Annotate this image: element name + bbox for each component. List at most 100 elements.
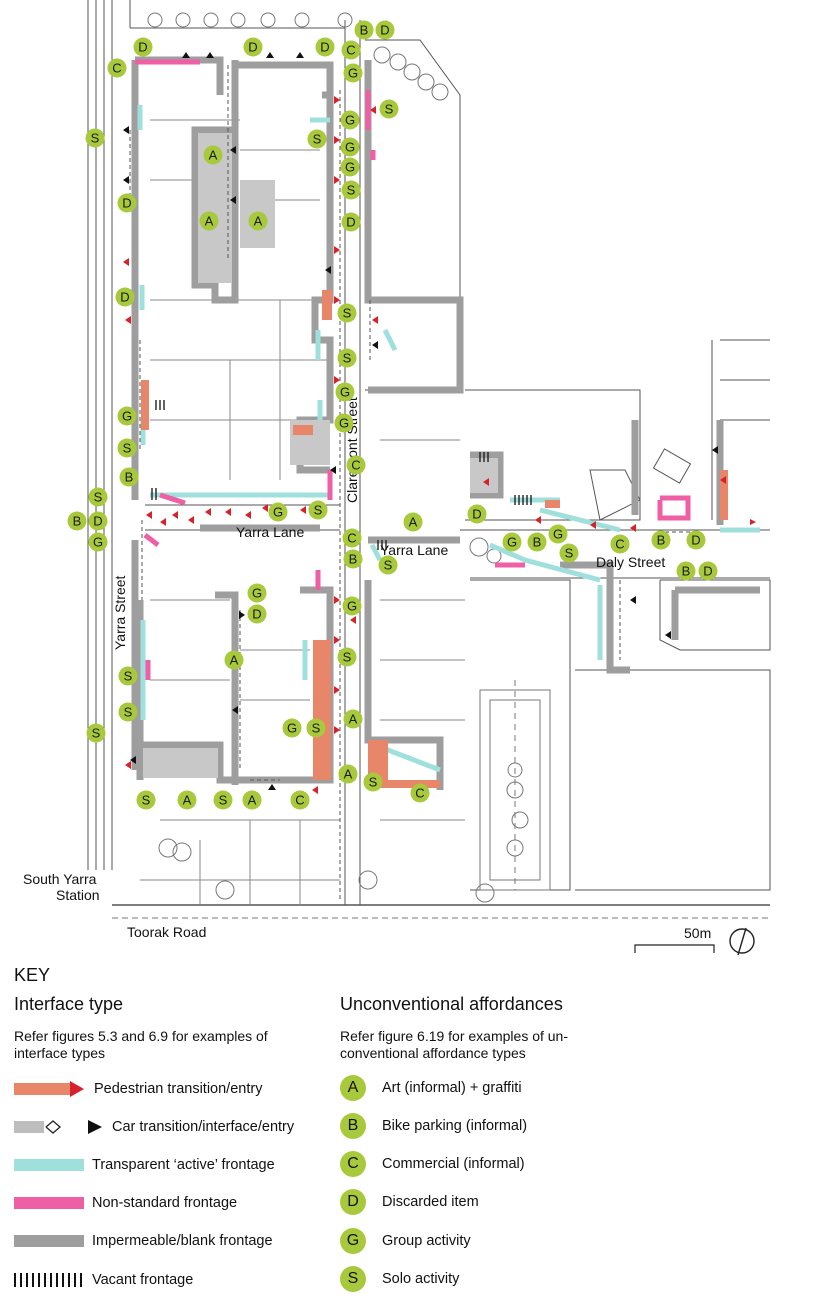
map-marker-s: S [337, 647, 357, 667]
map-marker-circle [559, 543, 579, 563]
map-marker-circle [119, 467, 139, 487]
map-marker-letter: G [122, 409, 132, 424]
map-marker-g: G [548, 524, 568, 544]
map-marker-c: C [410, 783, 430, 803]
map-marker-s: S [363, 772, 383, 792]
map-marker-b: B [119, 467, 139, 487]
map-marker-circle [115, 287, 135, 307]
map-marker-letter: D [472, 507, 481, 522]
map-marker-circle [375, 20, 395, 40]
map-marker-circle [290, 790, 310, 810]
map-marker-circle [268, 502, 288, 522]
map-marker-circle [307, 129, 327, 149]
key-label-art: Art (informal) + graffiti [382, 1080, 522, 1096]
map-marker-circle [88, 532, 108, 552]
map-marker-circle [67, 511, 87, 531]
map-marker-letter: S [92, 726, 101, 741]
map-marker-circle [118, 666, 138, 686]
map-marker-circle [117, 438, 137, 458]
map-marker-circle [410, 783, 430, 803]
pedestrian-arrow-icon [70, 1081, 84, 1097]
map-marker-letter: C [295, 793, 304, 808]
map-marker-circle [203, 145, 223, 165]
map-marker-s: S [378, 555, 398, 575]
map-marker-d: D [117, 193, 137, 213]
map-marker-circle [467, 504, 487, 524]
map-marker-a: A [403, 512, 423, 532]
map-marker-circle [334, 413, 354, 433]
map-marker-letter: G [345, 160, 355, 175]
map-marker-d: D [115, 287, 135, 307]
map-marker-circle [341, 212, 361, 232]
map-marker-letter: S [384, 558, 393, 573]
map-marker-letter: G [345, 113, 355, 128]
map-marker-a: A [199, 211, 219, 231]
map-marker-s: S [379, 99, 399, 119]
map-marker-d: D [247, 604, 267, 624]
map-marker-s: S [213, 790, 233, 810]
map-marker-d: D [133, 37, 153, 57]
map-marker-circle [335, 382, 355, 402]
map-marker-letter: S [313, 132, 322, 147]
map-marker-g: G [342, 596, 362, 616]
map-marker-circle [177, 790, 197, 810]
map-marker-g: G [340, 157, 360, 177]
map-marker-circle [346, 455, 366, 475]
key-label-bike: Bike parking (informal) [382, 1118, 528, 1134]
map-marker-a: A [248, 211, 268, 231]
key-label-pedestrian: Pedestrian transition/entry [94, 1081, 263, 1097]
station-label-line1: South Yarra [23, 871, 97, 887]
map-marker-letter: C [347, 531, 356, 546]
map-marker-letter: B [73, 514, 82, 529]
vacant-swatch [14, 1273, 84, 1287]
interface-type-title: Interface type [14, 994, 124, 1014]
map-marker-circle [242, 790, 262, 810]
map-marker-circle [363, 772, 383, 792]
badge-a: A [340, 1075, 366, 1101]
map-marker-circle [308, 500, 328, 520]
map-marker-a: A [242, 790, 262, 810]
map-marker-circle [337, 348, 357, 368]
map-marker-s: S [86, 723, 106, 743]
pedestrian-swatch [14, 1083, 70, 1095]
map-marker-s: S [337, 303, 357, 323]
map-marker-letter: B [682, 564, 691, 579]
map-marker-letter: A [254, 214, 263, 229]
map-marker-letter: B [349, 552, 358, 567]
map-marker-d: D [341, 212, 361, 232]
affordances-note: Refer figure 6.19 for examples of un-con… [340, 1028, 569, 1061]
car-hatch-icon [45, 1120, 102, 1134]
map-marker-letter: S [565, 546, 574, 561]
map-marker-s: S [307, 129, 327, 149]
map-marker-circle [282, 718, 302, 738]
map-marker-g: G [340, 137, 360, 157]
map-marker-letter: S [124, 705, 133, 720]
map-marker-circle [213, 790, 233, 810]
car-transition [129, 65, 700, 900]
street-label-claremont: Claremont Street [344, 397, 360, 503]
map-marker-c: C [290, 790, 310, 810]
map-marker-letter: G [339, 416, 349, 431]
map-marker-letter: D [320, 40, 329, 55]
map-marker-letter: S [385, 102, 394, 117]
map-marker-letter: A [349, 712, 358, 727]
map-marker-d: D [315, 37, 335, 57]
map-marker-g: G [335, 382, 355, 402]
map-marker-letter: G [348, 66, 358, 81]
map-marker-letter: C [112, 61, 121, 76]
street-label-yarra-street: Yarra Street [112, 575, 128, 650]
map-marker-circle [88, 487, 108, 507]
map-marker-letter: S [343, 351, 352, 366]
map-marker-letter: G [252, 586, 262, 601]
map-marker-circle [676, 561, 696, 581]
map-marker-s: S [85, 128, 105, 148]
map-marker-c: C [341, 40, 361, 60]
map-marker-circle [343, 709, 363, 729]
interface-type-note: Refer figures 5.3 and 6.9 for examples o… [14, 1028, 268, 1061]
key-label-discarded: Discarded item [382, 1194, 479, 1210]
map-marker-s: S [118, 666, 138, 686]
car-swatch [14, 1121, 44, 1133]
map-marker-d: D [686, 530, 706, 550]
map-marker-circle [86, 723, 106, 743]
badge-s: S [340, 1266, 366, 1292]
